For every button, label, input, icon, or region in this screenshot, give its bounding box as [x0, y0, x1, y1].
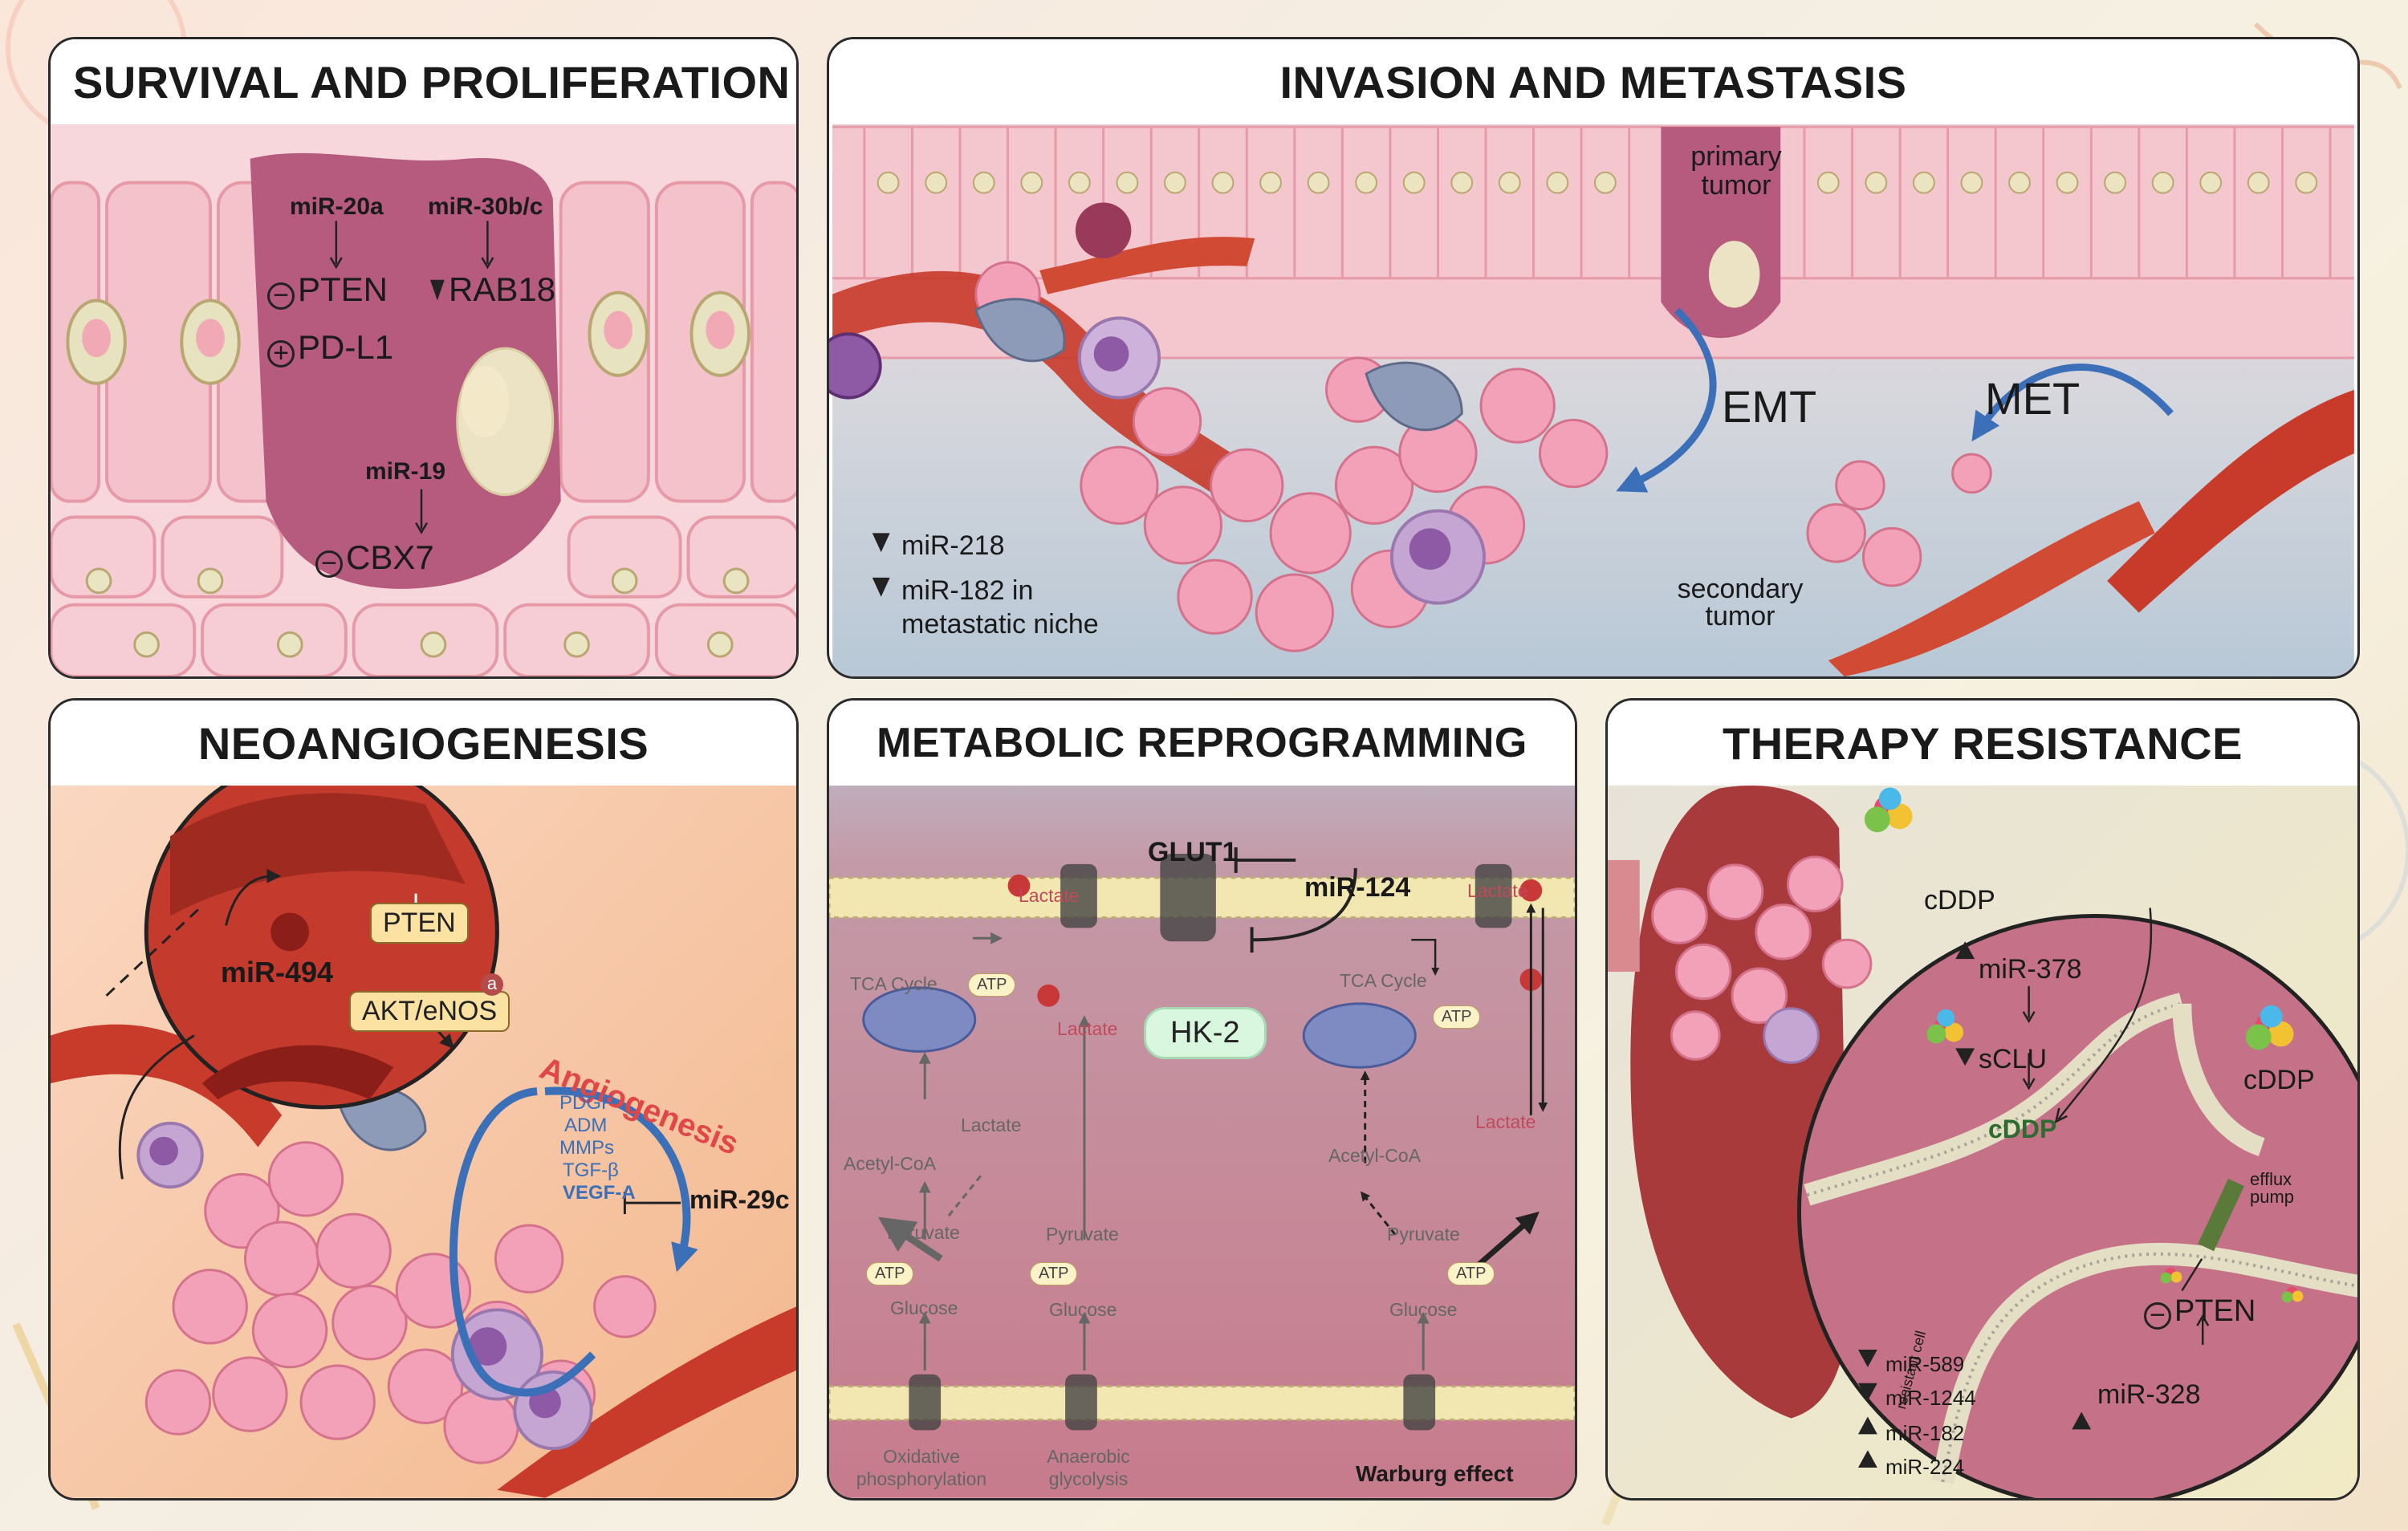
mir1244-label: miR-1244	[1885, 1386, 1976, 1410]
cddp-inside-label: cDDP	[1988, 1115, 2057, 1143]
a-badge: a	[481, 973, 503, 996]
inhibit-icon: −	[267, 282, 295, 310]
panel-title: INVASION AND METASTASIS	[829, 39, 2357, 124]
neoangiogenesis-illustration	[51, 701, 796, 1498]
niche-label: metastatic niche	[901, 609, 1099, 640]
tca-right: TCA Cycle	[1340, 970, 1427, 991]
activate-icon: +	[267, 339, 295, 368]
warburg-label: Warburg effect	[1356, 1461, 1514, 1486]
mir494-label: miR-494	[221, 956, 334, 989]
panel-title: SURVIVAL AND PROLIFERATION	[51, 39, 796, 124]
panel-therapy-resistance: THERAPY RESISTANCE cDDP cDDP miR-378 sCL…	[1605, 698, 2360, 1501]
atp-tca-right: ATP	[1433, 1005, 1481, 1029]
atp-mid: ATP	[1030, 1262, 1078, 1285]
tca-left: TCA Cycle	[850, 973, 938, 994]
lactate-ox: Lactate	[961, 1115, 1022, 1135]
therapy-illustration	[1608, 701, 2357, 1498]
panel-invasion-metastasis: INVASION AND METASTASIS primary tumor se…	[827, 37, 2360, 679]
factor-mmps: MMPs	[559, 1137, 614, 1159]
hk2-box: HK-2	[1144, 1007, 1267, 1059]
glucose-right: Glucose	[1389, 1299, 1458, 1320]
pdl1-label: +PD-L1	[267, 328, 393, 368]
atp-left: ATP	[866, 1262, 914, 1285]
pyruvate-mid: Pyruvate	[1046, 1224, 1119, 1245]
mir224-label: miR-224	[1885, 1455, 1965, 1479]
panel-metabolic-reprogramming: METABOLIC REPROGRAMMING GLUT1 miR-124 HK…	[827, 698, 1577, 1501]
rab18-label: RAB18	[449, 270, 556, 308]
cddp-top-label: cDDP	[1924, 885, 1995, 916]
pyruvate-left: Pyruvate	[887, 1222, 960, 1243]
atp-tca-left: ATP	[968, 973, 1016, 997]
factor-tgfb: TGF-β	[563, 1159, 619, 1181]
mir182-label: miR-182	[1885, 1421, 1965, 1445]
glucose-left: Glucose	[890, 1297, 958, 1318]
pyruvate-right: Pyruvate	[1387, 1224, 1460, 1245]
factor-adm: ADM	[564, 1115, 608, 1136]
mir182-label: miR-182 in	[901, 575, 1034, 606]
sclu-label: sCLU	[1979, 1044, 2048, 1074]
mir218-label: miR-218	[901, 530, 1005, 561]
glut1-label: GLUT1	[1148, 837, 1238, 867]
factor-vegfa: VEGF-A	[563, 1182, 636, 1204]
mir19-label: miR-19	[365, 458, 446, 485]
secondary-tumor-label: secondary tumor	[1677, 574, 1804, 631]
panel-title: THERAPY RESISTANCE	[1608, 701, 2357, 786]
mir328-label: miR-328	[2097, 1379, 2201, 1410]
inhibit-icon: −	[2144, 1302, 2171, 1330]
mir124-label: miR-124	[1304, 872, 1411, 903]
glucose-mid: Glucose	[1049, 1299, 1117, 1320]
panel-neoangiogenesis: NEOANGIOGENESIS miR-494 PTEN AKT/eNOS a …	[48, 698, 799, 1501]
acetyl-right: Acetyl-CoA	[1328, 1145, 1422, 1166]
inhibit-icon: −	[315, 550, 343, 578]
invasion-illustration	[829, 39, 2354, 676]
cddp-right-label: cDDP	[2243, 1065, 2315, 1095]
epithelium-illustration	[51, 39, 796, 676]
pten-label: −PTEN	[267, 270, 388, 310]
met-label: MET	[1985, 373, 2081, 424]
cbx7-label: −CBX7	[315, 538, 434, 578]
primary-tumor-label: primary tumor	[1690, 141, 1782, 201]
lactate-top-left: Lactate	[1019, 885, 1080, 906]
mir30-label: miR-30b/c	[428, 193, 543, 220]
pten-label: −PTEN	[2144, 1294, 2255, 1330]
mir29c-label: miR-29c	[689, 1185, 790, 1214]
acetyl-left: Acetyl-CoA	[844, 1153, 937, 1174]
lactate-mid-right: Lactate	[1475, 1111, 1536, 1132]
atp-right: ATP	[1447, 1262, 1495, 1285]
lactate-top-right: Lactate	[1467, 880, 1528, 901]
mir378-label: miR-378	[1979, 954, 2082, 985]
factor-pdgf: PDGF	[559, 1092, 613, 1114]
pten-box: PTEN	[370, 903, 469, 944]
panel-title: NEOANGIOGENESIS	[51, 701, 796, 786]
mir20a-label: miR-20a	[290, 193, 384, 220]
lactate-mid-left: Lactate	[1057, 1018, 1118, 1039]
panel-title: METABOLIC REPROGRAMMING	[829, 701, 1575, 786]
metabolism-illustration	[829, 701, 1575, 1498]
mir589-label: miR-589	[1885, 1352, 1965, 1376]
panel-survival-proliferation: SURVIVAL AND PROLIFERATION miR-20a miR-3…	[48, 37, 799, 679]
akt-enos-box: AKT/eNOS	[349, 991, 510, 1032]
emt-label: EMT	[1722, 381, 1817, 432]
